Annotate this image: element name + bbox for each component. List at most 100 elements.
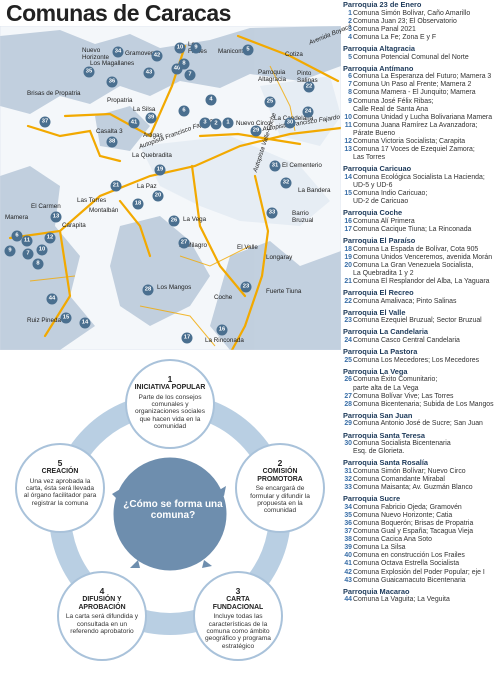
map-marker-44[interactable]: 44 [46, 293, 58, 305]
map-marker-26[interactable]: 26 [168, 215, 180, 227]
map-label-el-valle: El Valle [237, 244, 258, 251]
comuna-number: 31 [344, 467, 352, 475]
parroquia-title: Parroquia El Recreo [343, 288, 414, 298]
map-marker-12[interactable]: 12 [44, 232, 56, 244]
map-label-casalta-3: Casalta 3 [96, 128, 123, 135]
map-marker-11[interactable]: 11 [21, 235, 33, 247]
map-marker-36[interactable]: 36 [106, 76, 118, 88]
map-label-carapita: Carapita [62, 222, 86, 229]
comuna-name: La Quebradita 1 y 2 [353, 269, 414, 277]
comuna-number: 39 [344, 544, 352, 552]
comuna-number: 17 [344, 225, 352, 233]
map-marker-9-west[interactable]: 9 [4, 245, 16, 257]
map-marker-38[interactable]: 38 [106, 136, 118, 148]
map-marker-15[interactable]: 15 [60, 312, 72, 324]
map-marker-2[interactable]: 2 [210, 118, 222, 130]
map-label-la-quebradita: La Quebradita [132, 152, 172, 159]
map-label-la-silsa: La Silsa [133, 106, 156, 113]
comuna-name: Comuna La Silsa [353, 544, 406, 552]
map-marker-33[interactable]: 33 [266, 207, 278, 219]
map-label-el-carmen: El Carmen [31, 203, 61, 210]
map-marker-37[interactable]: 37 [39, 116, 51, 128]
map-marker-20[interactable]: 20 [152, 190, 164, 202]
comuna-name: Comuna Gual y España; Tacagua Vieja [353, 528, 474, 536]
comuna-name: Las Torres [353, 154, 386, 162]
map-label-la-rinconada: La Rinconada [205, 337, 244, 344]
comuna-number: 16 [344, 217, 352, 225]
map-marker-41[interactable]: 41 [128, 117, 140, 129]
map-marker-39[interactable]: 39 [145, 112, 157, 124]
comuna-number: 24 [344, 337, 352, 345]
map-marker-28[interactable]: 28 [142, 284, 154, 296]
map-marker-6-west[interactable]: 6 [11, 230, 23, 242]
map-marker-34[interactable]: 34 [112, 46, 124, 58]
comuna-name: Comuna Ezequiel Bruzual; Sector Bruzual [353, 317, 482, 325]
map-marker-7-west[interactable]: 7 [22, 248, 34, 260]
comuna-number: 19 [344, 253, 352, 261]
map-marker-10[interactable]: 10 [174, 42, 186, 54]
map-marker-25[interactable]: 25 [264, 96, 276, 108]
map-marker-19[interactable]: 19 [154, 164, 166, 176]
map-marker-5[interactable]: 5 [242, 44, 254, 56]
map-marker-43[interactable]: 43 [143, 67, 155, 79]
comuna-name: Comuna Alí Primera [353, 217, 415, 225]
comuna-number: 32 [344, 475, 352, 483]
map-marker-7[interactable]: 7 [184, 69, 196, 81]
map-marker-35[interactable]: 35 [83, 66, 95, 78]
step-title: Difusión y aprobación [78, 596, 126, 611]
map-label-el-milagro: El Milagro [179, 242, 207, 249]
map-marker-4[interactable]: 4 [205, 94, 217, 106]
map-marker-27[interactable]: 27 [178, 237, 190, 249]
map-marker-10-west[interactable]: 10 [36, 244, 48, 256]
map-marker-24[interactable]: 24 [302, 106, 314, 118]
map-marker-9[interactable]: 9 [190, 42, 202, 54]
map-marker-21[interactable]: 21 [110, 180, 122, 192]
cycle-graphic [15, 359, 325, 661]
step-description: La carta será difundida y consultada en … [65, 613, 139, 635]
map-marker-30[interactable]: 30 [284, 117, 296, 129]
comuna-number: 34 [344, 503, 352, 511]
step-description: Incluye todas las características de la … [205, 613, 271, 650]
map-marker-14[interactable]: 14 [79, 317, 91, 329]
map-marker-42[interactable]: 42 [151, 50, 163, 62]
map-label-brisas-de-propatria: Brisas de Propatria [27, 90, 81, 97]
map-marker-16[interactable]: 16 [216, 324, 228, 336]
comuna-name: Comuna en construcción Los Frailes [353, 552, 465, 560]
map-marker-6[interactable]: 6 [178, 105, 190, 117]
map-marker-29[interactable]: 29 [250, 125, 262, 137]
map-marker-13[interactable]: 13 [50, 211, 62, 223]
map-marker-8[interactable]: 8 [178, 58, 190, 70]
map-marker-32[interactable]: 32 [280, 177, 292, 189]
map-marker-18[interactable]: 18 [132, 198, 144, 210]
comuna-name: Comuna Los Mecedores; Los Mecedores [353, 356, 480, 364]
map-marker-3[interactable]: 3 [199, 117, 211, 129]
map-marker-31[interactable]: 31 [269, 160, 281, 172]
map-marker-1[interactable]: 1 [222, 117, 234, 129]
map-marker-23[interactable]: 23 [240, 281, 252, 293]
map-marker-17[interactable]: 17 [181, 332, 193, 344]
step-title: Iniciativa popular [134, 384, 206, 391]
map-label-montalban: Montalbán [89, 207, 119, 214]
map-marker-8-west[interactable]: 8 [32, 258, 44, 270]
comuna-name: Comuna Unidad y Lucha Bolivariana Mamera [353, 113, 493, 121]
comuna-name: Comuna Antonio José de Sucre; San Juan [353, 420, 483, 428]
comuna-name: Comuna El Resplandor del Alba, La Yaguar… [353, 278, 490, 285]
map-marker-22[interactable]: 22 [303, 81, 315, 93]
comuna-name: Comuna Indio Caricuao; [353, 190, 428, 198]
process-diagram: ¿Cómo se forma una comuna? 1Iniciativa p… [0, 354, 341, 687]
comuna-name: Comuna Casco Central Candelaria [353, 337, 460, 345]
parroquia-title: Parroquia Caricuao [343, 164, 412, 174]
comuna-number: 8 [348, 89, 352, 97]
map-marker-40[interactable]: 40 [171, 63, 183, 75]
